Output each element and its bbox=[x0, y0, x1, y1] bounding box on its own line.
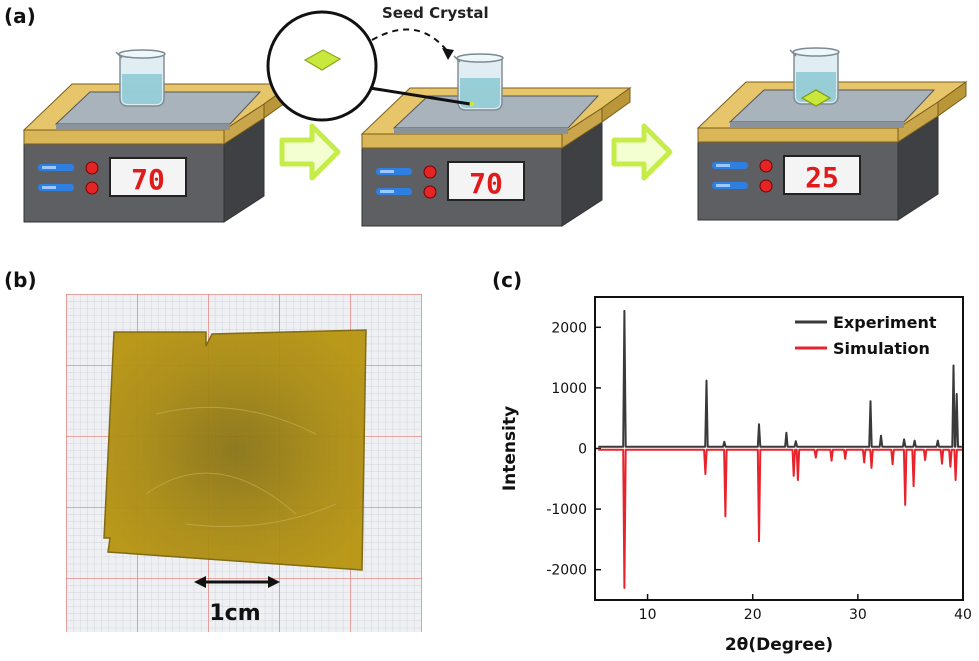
peak-point-simulation-2 bbox=[724, 515, 727, 518]
peak-point-simulation-14 bbox=[924, 459, 926, 461]
peak-point-simulation-8 bbox=[844, 458, 847, 460]
x-tick-label-0: 10 bbox=[639, 607, 657, 623]
seed-crystal-zoom: Seed Crystal bbox=[266, 4, 489, 122]
peak-point-experiment-4 bbox=[785, 431, 788, 434]
peak-point-experiment-7 bbox=[880, 434, 882, 437]
crystal-film bbox=[103, 329, 367, 571]
peak-point-simulation-11 bbox=[891, 463, 894, 466]
peak-point-simulation-16 bbox=[949, 465, 952, 468]
panel-label-b: (b) bbox=[4, 268, 37, 292]
peak-point-simulation-6 bbox=[815, 456, 817, 459]
peak-point-experiment-6 bbox=[869, 400, 872, 403]
peak-point-simulation-13 bbox=[912, 485, 915, 487]
scale-bar bbox=[194, 576, 280, 588]
dashed-arrow bbox=[371, 28, 449, 53]
peak-point-experiment-2 bbox=[723, 441, 726, 443]
peak-point-simulation-7 bbox=[830, 459, 833, 462]
peak-point-simulation-3 bbox=[758, 540, 760, 543]
peak-point-simulation-4 bbox=[792, 474, 795, 477]
legend-label-experiment: Experiment bbox=[833, 313, 937, 332]
peak-point-simulation-10 bbox=[870, 467, 873, 469]
hotplate-1: 70 bbox=[23, 49, 293, 223]
series-line-simulation bbox=[598, 448, 962, 589]
peak-point-experiment-0 bbox=[623, 310, 626, 312]
peak-point-simulation-17 bbox=[954, 479, 957, 481]
grown-crystal-shape bbox=[800, 89, 832, 107]
x-tick-label-2: 30 bbox=[849, 607, 867, 623]
hotplate-2-display: 70 bbox=[469, 167, 503, 200]
peak-point-simulation-5 bbox=[797, 479, 799, 481]
panel-label-a: (a) bbox=[4, 4, 36, 28]
peak-point-simulation-9 bbox=[863, 461, 865, 464]
peak-point-experiment-1 bbox=[705, 379, 708, 382]
seed-crystal-label: Seed Crystal bbox=[382, 4, 489, 22]
panel-b-crystal-photo: 1cm bbox=[66, 294, 422, 632]
panel-label-c: (c) bbox=[492, 268, 523, 292]
xrd-chart: 10 20 30 40 -2000 -1000 0 1000 2000 2θ(Degree) Int… bbox=[500, 296, 972, 655]
y-tick-label-3: 1000 bbox=[551, 381, 587, 397]
y-tick-label-1: -1000 bbox=[546, 502, 587, 518]
x-tick-label-3: 40 bbox=[954, 607, 972, 623]
hotplate-3: 25 bbox=[697, 47, 967, 221]
peak-point-simulation-12 bbox=[904, 504, 906, 506]
y-tick-label-4: 2000 bbox=[551, 320, 587, 336]
y-tick-label-2: 0 bbox=[578, 442, 587, 458]
peak-point-experiment-8 bbox=[903, 438, 905, 441]
x-axis-label: 2θ(Degree) bbox=[725, 635, 833, 655]
peak-point-experiment-9 bbox=[913, 439, 916, 442]
seed-crystal-shape bbox=[303, 49, 342, 71]
hotplate-1-display: 70 bbox=[131, 163, 165, 196]
process-arrow-1 bbox=[282, 126, 338, 178]
process-arrow-2 bbox=[614, 126, 670, 178]
peak-point-experiment-11 bbox=[952, 364, 955, 367]
hotplate-3-display: 25 bbox=[805, 161, 839, 194]
hotplate-2: 70 bbox=[361, 53, 631, 227]
peak-point-simulation-0 bbox=[623, 587, 626, 589]
peak-point-experiment-3 bbox=[758, 423, 760, 426]
peak-point-experiment-10 bbox=[936, 439, 939, 442]
peak-point-experiment-12 bbox=[955, 393, 958, 395]
y-axis-label: Intensity bbox=[500, 406, 520, 491]
peak-point-simulation-15 bbox=[941, 462, 943, 465]
peak-point-simulation-1 bbox=[704, 473, 707, 475]
peak-point-experiment-5 bbox=[795, 440, 797, 443]
legend-label-simulation: Simulation bbox=[833, 339, 930, 358]
panel-a-schematic: 70 70 Seed Crystal 25 bbox=[23, 4, 967, 227]
scale-label: 1cm bbox=[209, 601, 260, 626]
y-tick-label-0: -2000 bbox=[546, 563, 587, 579]
x-tick-label-1: 20 bbox=[744, 607, 762, 623]
